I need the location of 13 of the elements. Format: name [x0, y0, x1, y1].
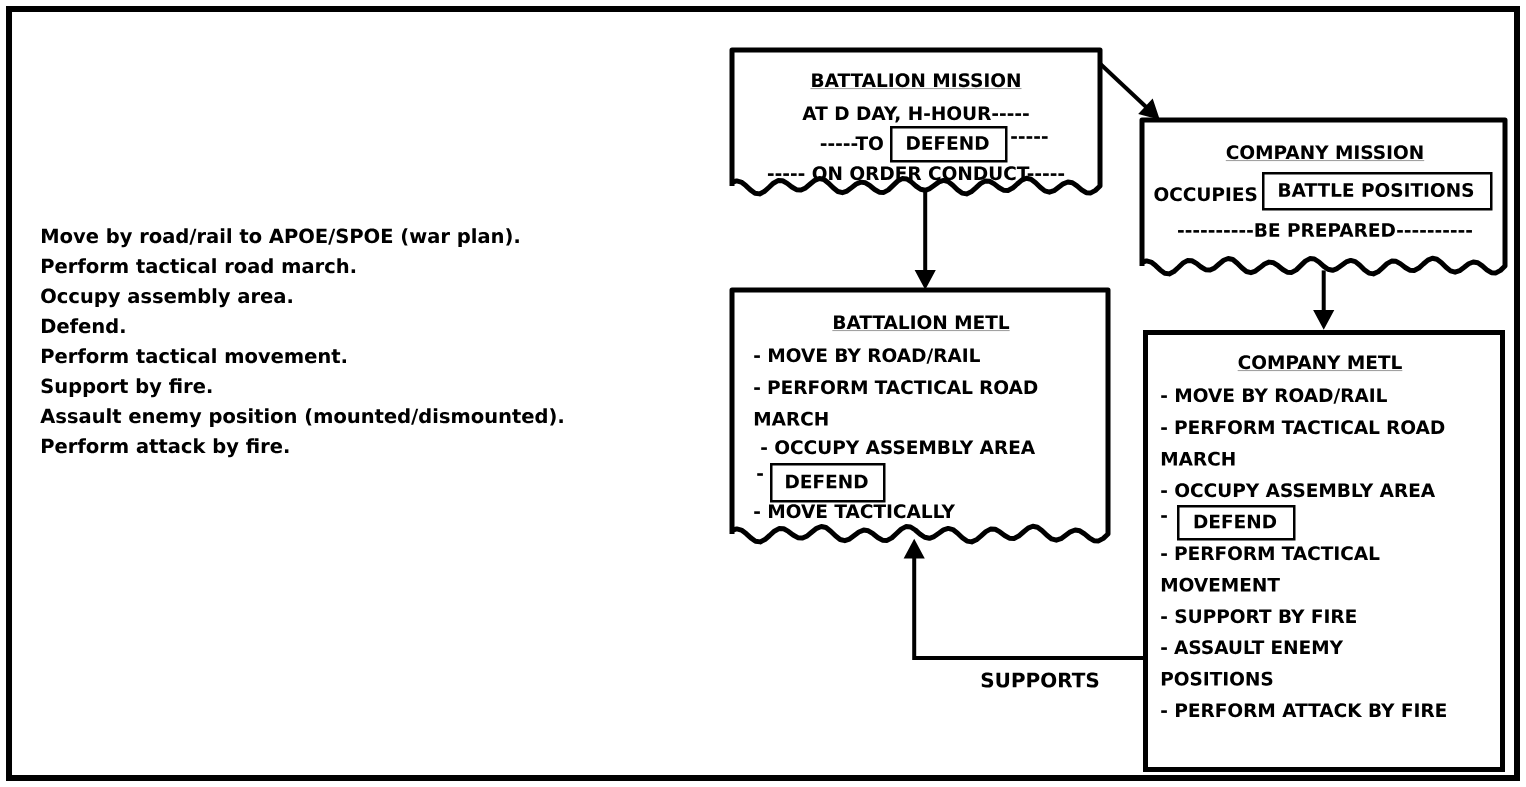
list-item: Move by road/rail to APOE/SPOE (war plan).	[42, 228, 519, 248]
list-item: Perform attack by fire.	[42, 438, 289, 458]
edge-label: SUPPORTS	[978, 670, 1102, 690]
list-item: Perform tactical movement.	[42, 348, 346, 364]
list-item: Assault enemy position (mounted/dismounted).	[40, 408, 563, 428]
highlight-box: DEFEND	[770, 463, 886, 503]
list-item: Defend.	[42, 318, 125, 334]
highlight-box: DEFEND	[1177, 505, 1296, 541]
list-item: Support by fire.	[41, 378, 212, 398]
highlight-box: BATTLE POSITIONS	[1262, 172, 1493, 211]
highlight-box: DEFEND	[890, 126, 1008, 163]
list-item: Occupy assembly area.	[41, 288, 292, 308]
list-item: Perform tactical road march.	[42, 258, 356, 274]
